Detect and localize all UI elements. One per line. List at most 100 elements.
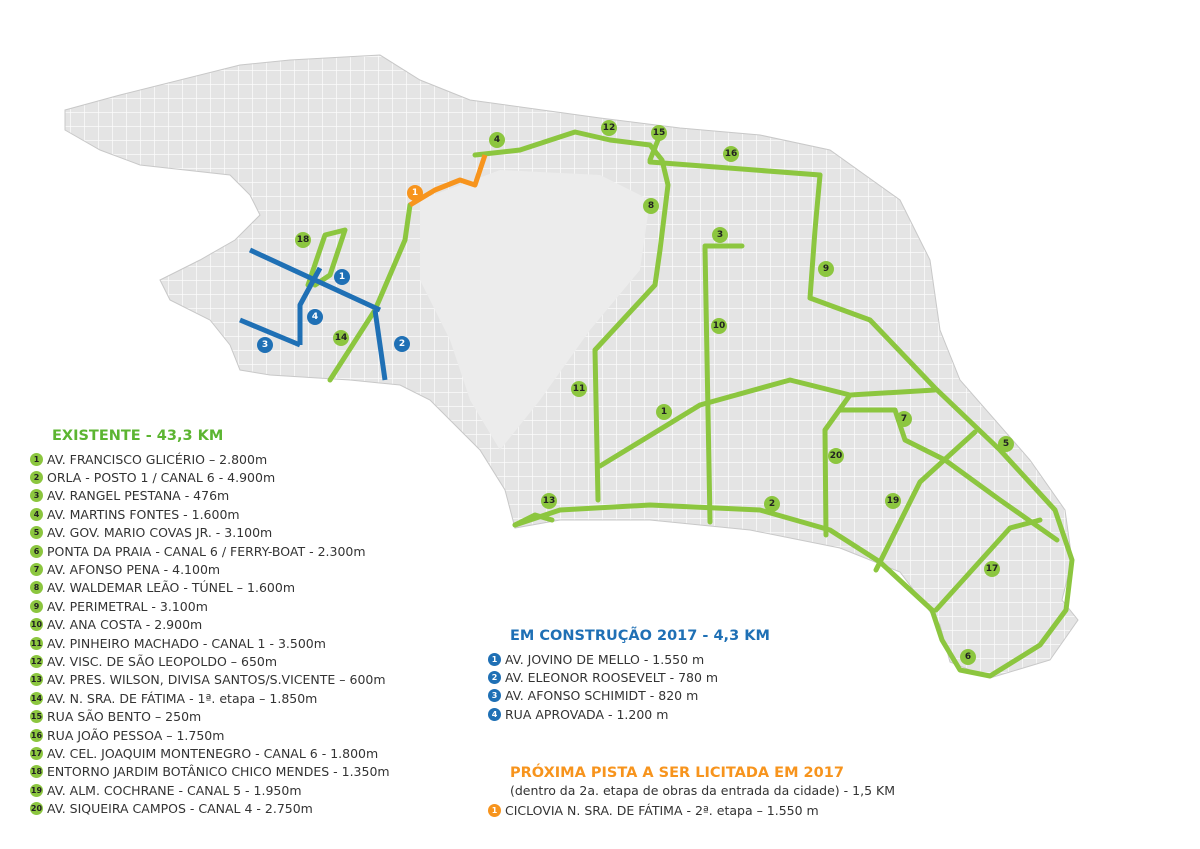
map-marker-number: 10 (713, 321, 726, 331)
legend-item-label: RUA APROVADA - 1.200 m (505, 706, 669, 722)
legend-item: 9 AV. PERIMETRAL - 3.100m (30, 597, 390, 615)
map-marker-number: 4 (494, 135, 500, 145)
map-marker-existing: 10 (711, 318, 727, 334)
route-existing (837, 407, 1060, 543)
legend-item-label: AV. AFONSO SCHIMIDT - 820 m (505, 688, 699, 704)
marker-badge: 14 (30, 691, 43, 705)
legend-item-label: AV. JOVINO DE MELLO - 1.550 m (505, 651, 705, 667)
map-marker-existing: 14 (333, 330, 349, 346)
map-marker-next: 1 (407, 185, 423, 201)
map-marker-number: 3 (717, 230, 723, 240)
legend-item: 20 AV. SIQUEIRA CAMPOS - CANAL 4 - 2.750m (30, 799, 390, 817)
marker-badge: 6 (30, 544, 43, 558)
legend-item-label: AV. CEL. JOAQUIM MONTENEGRO - CANAL 6 - … (47, 745, 379, 761)
legend-item-label: AV. ANA COSTA - 2.900m (47, 617, 203, 633)
map-marker-existing: 4 (489, 132, 505, 148)
marker-badge: 3 (30, 489, 43, 503)
map-marker-number: 6 (965, 652, 971, 662)
marker-badge: 4 (30, 507, 43, 521)
marker-badge: 12 (30, 654, 43, 668)
marker-badge: 1 (30, 452, 43, 466)
marker-badge: 3 (488, 689, 501, 703)
legend-item-label: AV. SIQUEIRA CAMPOS - CANAL 4 - 2.750m (47, 801, 313, 817)
marker-badge: 15 (30, 710, 43, 724)
map-marker-existing: 5 (998, 436, 1014, 452)
map-marker-existing: 7 (896, 411, 912, 427)
legend-item: 8 AV. WALDEMAR LEÃO - TÚNEL – 1.600m (30, 579, 390, 597)
map-marker-number: 18 (297, 235, 310, 245)
map-marker-number: 9 (823, 264, 829, 274)
legend-item: 14 AV. N. SRA. DE FÁTIMA - 1ª. etapa – 1.… (30, 689, 390, 707)
marker-badge: 9 (30, 599, 43, 613)
legend-next: PRÓXIMA PISTA A SER LICITADA EM 2017 (de… (488, 765, 895, 819)
marker-badge: 8 (30, 581, 43, 595)
marker-badge: 18 (30, 765, 43, 779)
map-marker-number: 12 (603, 123, 616, 133)
map-marker-construction: 4 (307, 309, 323, 325)
existing-routes (305, 129, 1075, 679)
legend-item-label: AV. WALDEMAR LEÃO - TÚNEL – 1.600m (47, 580, 295, 596)
map-marker-existing: 8 (643, 198, 659, 214)
legend-item: 3 AV. AFONSO SCHIMIDT - 820 m (488, 687, 770, 705)
map-marker-number: 3 (262, 340, 268, 350)
map-marker-existing: 6 (960, 649, 976, 665)
map-marker-number: 16 (725, 149, 738, 159)
map-marker-existing: 15 (651, 125, 667, 141)
map-marker-number: 19 (887, 496, 900, 506)
route-existing (807, 172, 1075, 679)
legend-item-label: AV. ELEONOR ROOSEVELT - 780 m (505, 670, 719, 686)
route-existing (702, 245, 713, 525)
legend-item-label: AV. N. SRA. DE FÁTIMA - 1ª. etapa – 1.85… (47, 690, 318, 706)
map-marker-number: 2 (769, 499, 775, 509)
map-marker-number: 11 (573, 384, 586, 394)
legend-item-label: ORLA - POSTO 1 / CANAL 6 - 4.900m (47, 470, 276, 486)
route-existing (512, 512, 555, 528)
route-construction (239, 317, 301, 348)
route-existing (873, 429, 978, 573)
marker-badge: 13 (30, 673, 43, 687)
legend-next-subtitle: (dentro da 2a. etapa de obras da entrada… (510, 783, 895, 798)
map-marker-existing: 2 (764, 496, 780, 512)
marker-badge: 20 (30, 802, 43, 816)
map-marker-existing: 1 (656, 404, 672, 420)
legend-item-label: RUA JOÃO PESSOA – 1.750m (47, 727, 225, 743)
legend-item-label: ENTORNO JARDIM BOTÂNICO CHICO MENDES - 1… (47, 764, 390, 780)
map-marker-existing: 12 (601, 120, 617, 136)
legend-item-label: AV. PERIMETRAL - 3.100m (47, 598, 208, 614)
marker-badge: 11 (30, 636, 43, 650)
map-marker-existing: 20 (828, 448, 844, 464)
legend-item-label: AV. ALM. COCHRANE - CANAL 5 - 1.950m (47, 782, 302, 798)
map-marker-existing: 9 (818, 261, 834, 277)
map-marker-number: 7 (901, 414, 907, 424)
map-marker-number: 13 (543, 496, 556, 506)
map-marker-number: 1 (339, 272, 345, 282)
map-marker-number: 20 (830, 451, 843, 461)
legend-existing-title: EXISTENTE - 43,3 KM (52, 428, 224, 444)
legend-item-label: AV. VISC. DE SÃO LEOPOLDO – 650m (47, 653, 278, 669)
route-existing (597, 377, 938, 469)
legend-next-title: PRÓXIMA PISTA A SER LICITADA EM 2017 (510, 765, 844, 781)
map-marker-existing: 18 (295, 232, 311, 248)
map-marker-number: 15 (653, 128, 666, 138)
route-existing (327, 202, 413, 383)
marker-badge: 1 (488, 803, 501, 817)
map-marker-existing: 3 (712, 227, 728, 243)
map-marker-construction: 2 (394, 336, 410, 352)
map-marker-number: 5 (1003, 439, 1009, 449)
